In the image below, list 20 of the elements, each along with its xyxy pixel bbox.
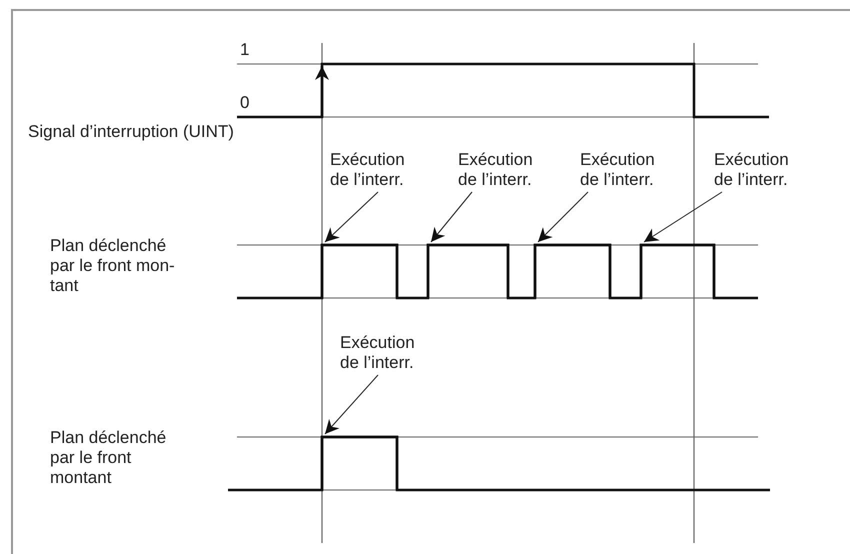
pulse	[426, 244, 510, 298]
level-label: 0	[240, 93, 250, 113]
leader-arrow	[324, 374, 378, 434]
annotation-text: Exécution de l’interr.	[580, 150, 675, 190]
pulse	[320, 244, 398, 298]
leader-arrow	[430, 192, 472, 242]
leader-arrow	[644, 192, 722, 242]
leader-arrow	[538, 192, 588, 242]
annotation-text: Exécution de l’interr.	[330, 150, 425, 190]
annotation-text: Exécution de l’interr.	[714, 150, 809, 190]
signal-label: Plan déclenché par le front mon-tant	[50, 236, 176, 296]
signal-label: Signal d’interruption (UINT)	[28, 122, 234, 142]
pulse	[640, 244, 716, 298]
annotation-text: Exécution de l’interr.	[458, 150, 553, 190]
pulse	[320, 436, 398, 490]
pulse	[534, 244, 612, 298]
leader-arrow	[324, 192, 378, 242]
signal-label: Plan déclenché par le front montant	[50, 428, 168, 488]
annotation-text: Exécution de l’interr.	[340, 333, 435, 373]
level-label: 1	[240, 40, 250, 60]
